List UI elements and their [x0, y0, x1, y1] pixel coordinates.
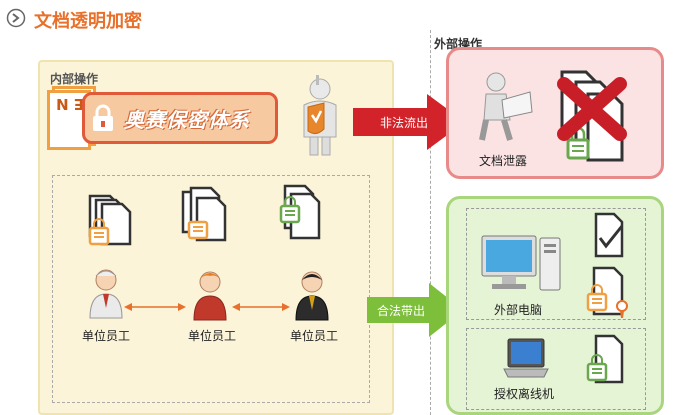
person-icon	[193, 271, 227, 321]
employee-label: 单位员工	[289, 329, 338, 343]
external-divider	[430, 30, 431, 415]
leak-label: 文档泄露	[479, 154, 528, 168]
blocked-doc-icon	[557, 70, 627, 162]
arrow-circle-icon	[6, 8, 26, 28]
illegal-arrow	[353, 94, 465, 150]
laptop-label: 授权离线机	[494, 387, 555, 401]
legal-label: 合法带出	[377, 304, 426, 318]
laptop-icon	[503, 338, 549, 378]
person-carrying-doc-icon	[479, 72, 533, 141]
internal-label: 内部操作	[50, 72, 99, 86]
legal-arrow	[367, 283, 463, 337]
secure-doc-icon	[586, 266, 628, 318]
secure-doc-icon	[88, 194, 132, 246]
shield-person-icon	[303, 75, 337, 156]
pc-label: 外部电脑	[494, 303, 543, 317]
person-icon	[295, 271, 329, 321]
illegal-label: 非法流出	[380, 116, 429, 130]
person-icon	[89, 269, 123, 319]
employee-label: 单位员工	[187, 329, 236, 343]
laptop-area	[466, 328, 646, 410]
exchange-arrow-icon	[124, 303, 186, 311]
brand-text: 奥赛保密体系	[124, 108, 250, 132]
staff-area	[52, 175, 370, 403]
verified-doc-icon	[594, 212, 624, 258]
employee-label: 单位员工	[81, 329, 130, 343]
secure-doc-icon	[586, 334, 624, 384]
desktop-computer-icon	[481, 235, 561, 291]
secure-doc-icon	[279, 184, 321, 240]
exchange-arrow-icon	[232, 303, 290, 311]
brand-box	[82, 92, 278, 144]
pc-area	[466, 208, 646, 320]
lock-icon	[93, 104, 113, 131]
page-title: 文档透明加密	[34, 11, 142, 32]
secure-doc-icon	[181, 186, 227, 242]
leak-panel	[446, 47, 664, 179]
